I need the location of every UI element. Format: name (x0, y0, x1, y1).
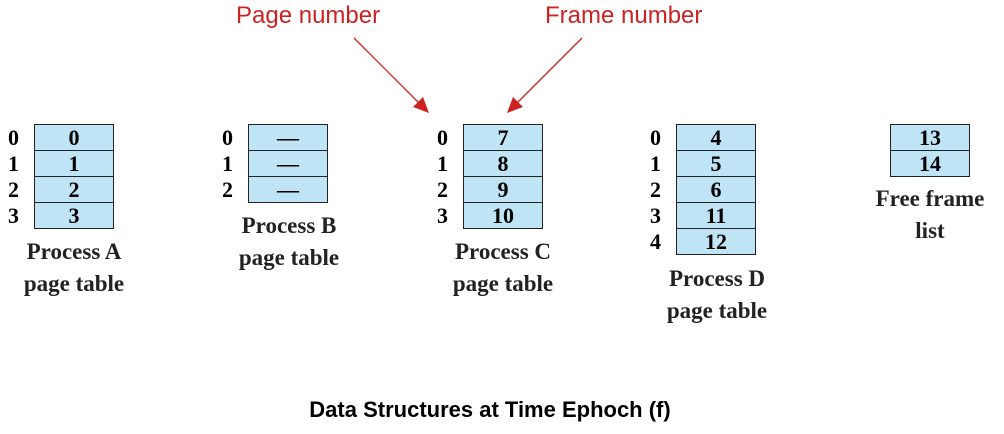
frame-cell: 4 (676, 124, 756, 151)
caption-line: Process B (241, 213, 337, 238)
page-number-arrowhead (413, 97, 429, 113)
page-index: 0 (437, 125, 448, 150)
caption-line: page table (666, 298, 768, 323)
frame-cell: 8 (463, 150, 543, 177)
frame-number-label: Frame number (545, 2, 703, 29)
process-a-caption: Process A page table (0, 236, 174, 300)
page-index: 2 (650, 177, 661, 202)
frame-number-arrow (511, 37, 583, 109)
caption-line: Process C (454, 239, 552, 264)
caption-line: list (915, 218, 945, 243)
page-index: 2 (8, 177, 19, 202)
page-index: 2 (222, 177, 233, 202)
process-c-caption: Process C page table (403, 236, 603, 300)
frame-cell: 7 (463, 124, 543, 151)
caption-line: page table (23, 271, 125, 296)
frame-cell: 3 (34, 202, 114, 229)
frame-cell: 6 (676, 176, 756, 203)
frame-cell: 10 (463, 202, 543, 229)
page-index: 1 (222, 151, 233, 176)
page-index: 0 (650, 125, 661, 150)
frame-number-arrowhead (507, 97, 523, 113)
process-b-caption: Process B page table (189, 210, 389, 274)
frame-cell: 12 (676, 228, 756, 255)
page-index: 4 (650, 229, 661, 254)
frame-cell: 9 (463, 176, 543, 203)
free-frame-cell: 13 (890, 124, 970, 151)
page-index: 1 (650, 151, 661, 176)
frame-cell: 5 (676, 150, 756, 177)
page-index: 3 (8, 203, 19, 228)
figure-caption: Data Structures at Time Ephoch (f) (309, 397, 671, 422)
caption-line: Process A (26, 239, 122, 264)
page-index: 3 (437, 203, 448, 228)
frame-cell: 1 (34, 150, 114, 177)
caption-line: Free frame (875, 186, 985, 211)
page-index: 3 (650, 203, 661, 228)
frame-cell: 0 (34, 124, 114, 151)
frame-cell: 2 (34, 176, 114, 203)
page-index: 0 (222, 125, 233, 150)
frame-cell: — (248, 124, 328, 151)
frame-cell: — (248, 150, 328, 177)
page-index: 1 (437, 151, 448, 176)
free-frame-list-caption: Free frame list (830, 183, 1004, 247)
caption-line: page table (452, 271, 554, 296)
free-frame-cell: 14 (890, 150, 970, 177)
process-d-caption: Process D page table (617, 263, 817, 327)
page-number-arrow (353, 37, 425, 109)
page-index: 0 (8, 125, 19, 150)
frame-cell: 11 (676, 202, 756, 229)
caption-line: Process D (668, 266, 766, 291)
frame-cell: — (248, 176, 328, 203)
caption-line: page table (238, 245, 340, 270)
page-index: 2 (437, 177, 448, 202)
page-number-label: Page number (236, 2, 381, 29)
page-index: 1 (8, 151, 19, 176)
